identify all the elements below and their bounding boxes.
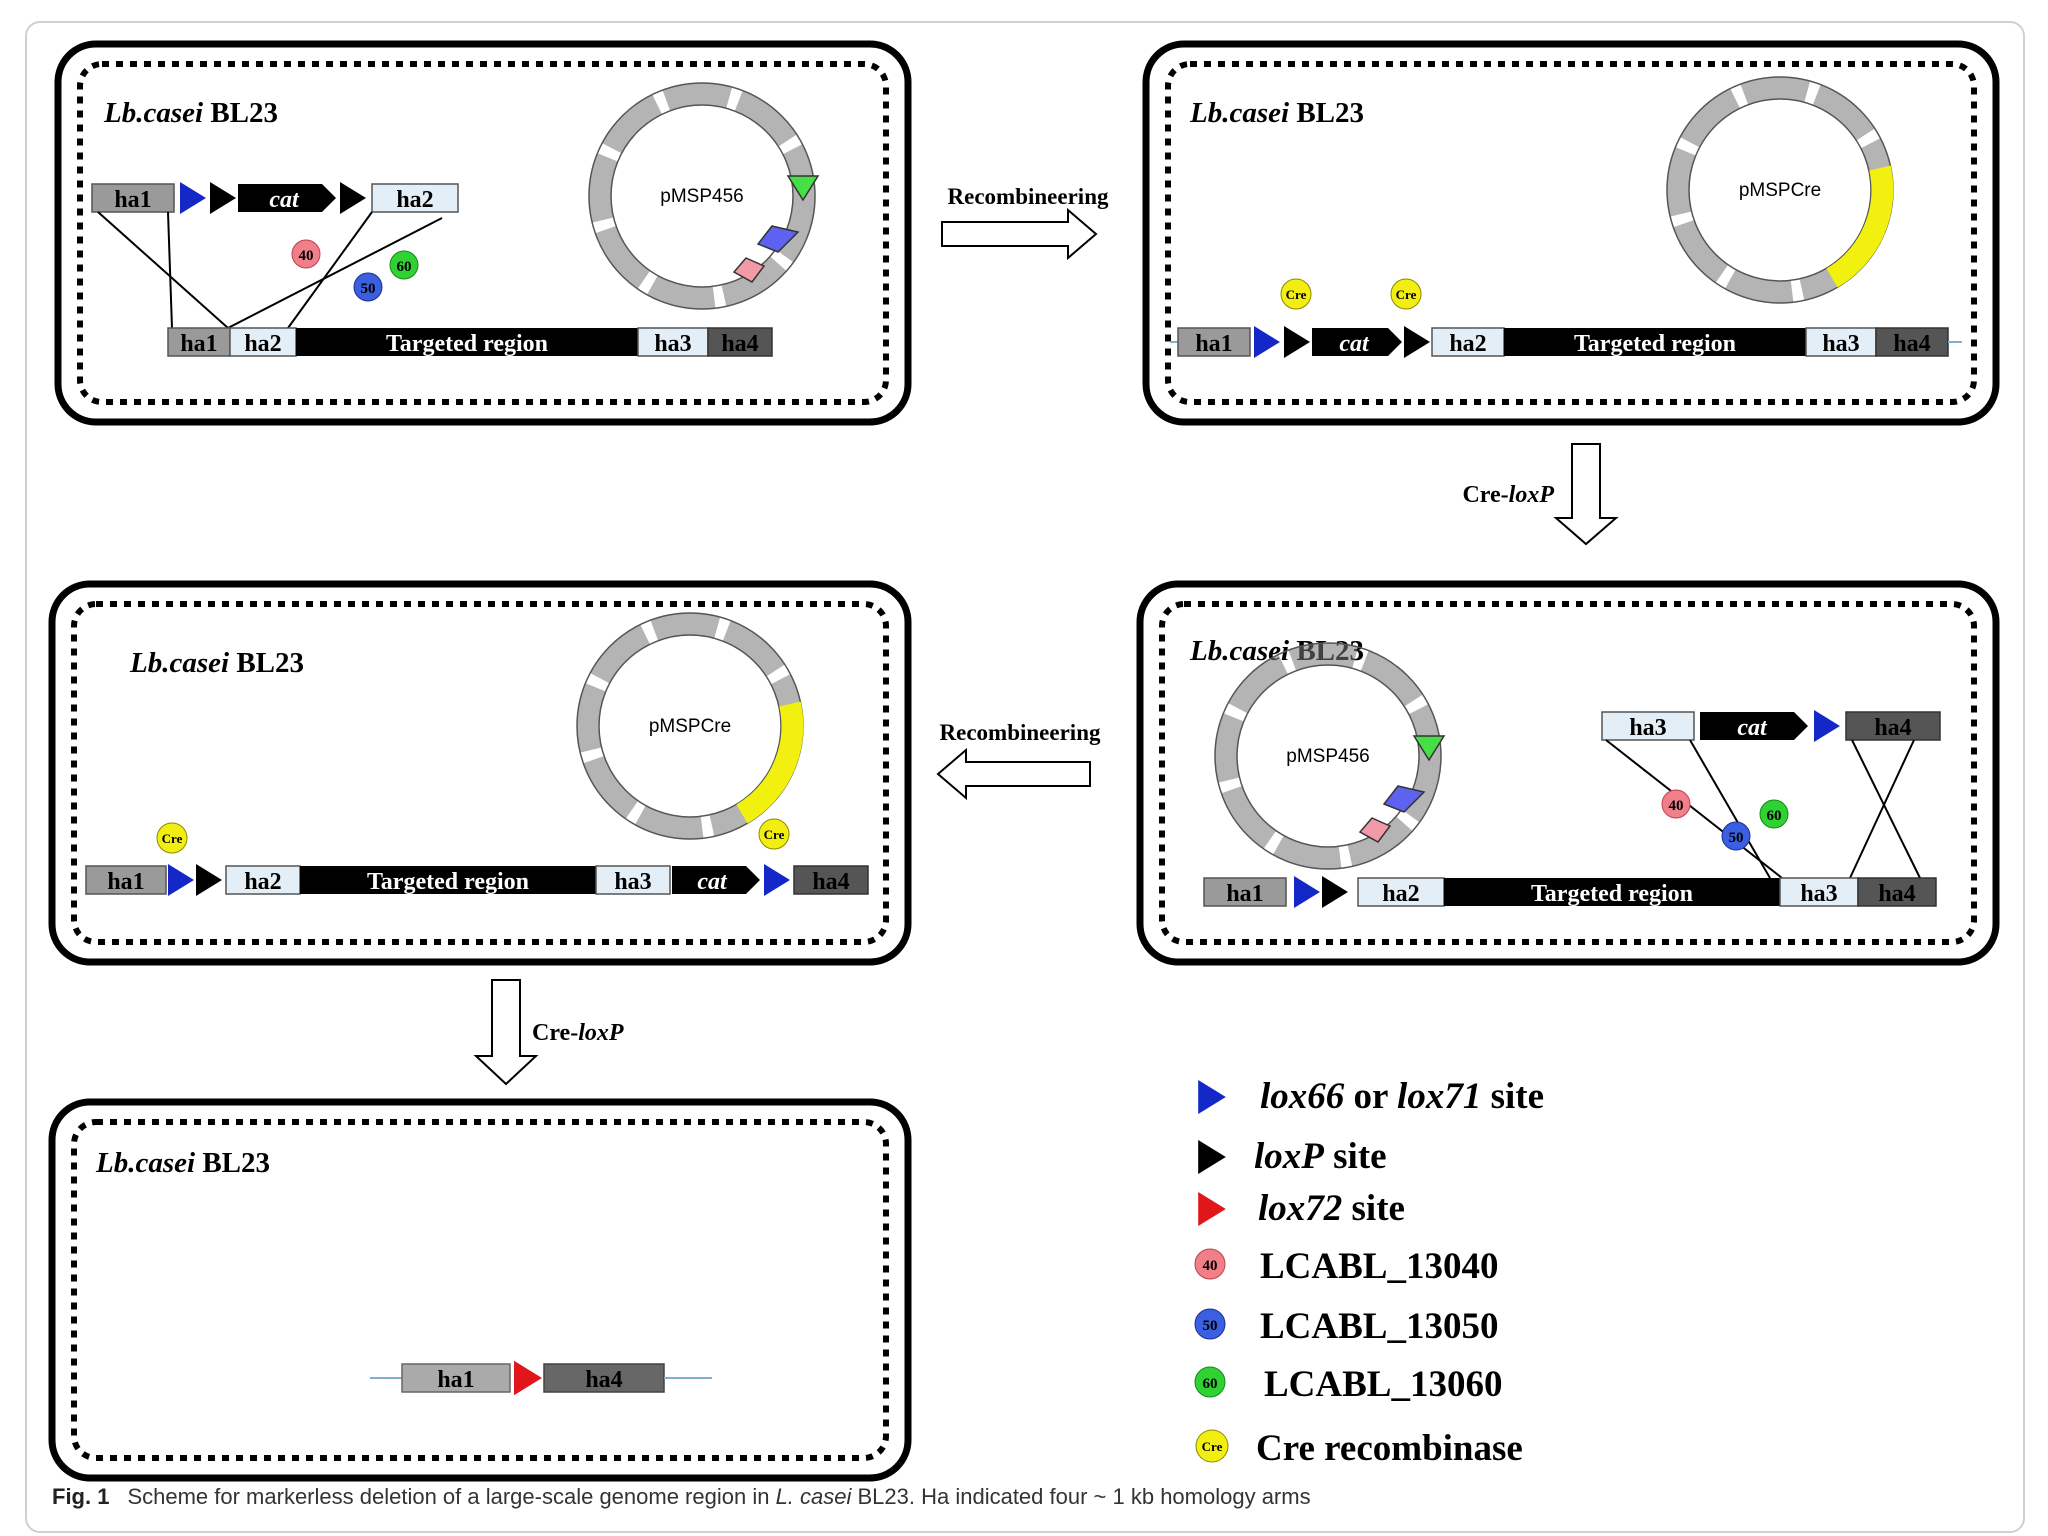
p1-genome-ha4: ha4 [721,331,758,357]
p4-ha4: ha4 [812,869,849,895]
p2-ha4: ha4 [1893,331,1930,357]
p4-ha1: ha1 [107,869,144,895]
legend-badge-40: 40 [1203,1258,1218,1274]
p2-cat: cat [1339,331,1370,357]
cre-badge: Cre [1286,287,1307,302]
figure-caption: Fig. 1 Scheme for markerless deletion of … [52,1484,2012,1524]
p4-cat: cat [697,869,728,895]
p3-ha3: ha3 [1629,715,1666,741]
step-recombineering-2: Recombineering [936,720,1101,801]
legend-loxp-icon [1198,1140,1226,1174]
p3-badge-50: 50 [1729,830,1744,846]
cre-loxp-label-2: Cre-loxP [532,1020,624,1046]
p2-ha1: ha1 [1195,331,1232,357]
plasmid-pmsp456: pMSP456 [588,82,820,310]
p5-ha1: ha1 [437,1367,474,1393]
p1-ha1-label: ha1 [114,187,151,213]
p1-genome-ha1: ha1 [180,331,217,357]
p1-badge-60: 60 [397,259,412,275]
recombineering-label-2: Recombineering [940,720,1101,745]
pmsp456-label-2: pMSP456 [1286,746,1369,767]
p1-cat-label: cat [269,187,300,213]
panel-3: Lb.casei BL23 pMSP456 ha3 cat ha4 40 50 … [1136,580,2000,966]
cre-badge: Cre [764,827,785,842]
step-recombineering-1: Recombineering [941,184,1109,261]
p1-genome-ha2: ha2 [244,331,281,357]
legend-13040-text: LCABL_13040 [1260,1246,1498,1287]
p4-ha3: ha3 [614,869,651,895]
legend-cre-badge: Cre [1202,1439,1223,1454]
p4-ha2: ha2 [244,869,281,895]
step-cre-loxp-1: Cre-loxP [1462,443,1619,546]
p3-genome-ha1: ha1 [1226,881,1263,907]
pmspcre-label-2: pMSPCre [649,716,731,737]
panel-2: Lb.casei BL23 pMSPCre Cre Cre ha1 cat ha… [1142,40,2000,426]
legend-lox72-icon [1198,1192,1226,1226]
panel-5-organism: Lb.casei BL23 [95,1147,270,1179]
cre-badge: Cre [162,831,183,846]
p3-genome-ha3: ha3 [1800,881,1837,907]
recombineering-label-1: Recombineering [948,184,1109,209]
plasmid-pmsp456-2: pMSP456 [1214,642,1446,870]
panel-5: Lb.casei BL23 ha1 ha4 [48,1098,912,1482]
p1-badge-50: 50 [361,281,376,297]
legend-loxp-text: loxP site [1254,1136,1387,1177]
plasmid-pmspcre: pMSPCre [1666,76,1894,304]
cre-badge: Cre [1396,287,1417,302]
step-cre-loxp-2: Cre-loxP [473,979,624,1086]
legend-badge-60: 60 [1203,1376,1218,1392]
p2-ha2: ha2 [1449,331,1486,357]
p2-ha3: ha3 [1822,331,1859,357]
p4-targeted-region: Targeted region [367,869,529,895]
p1-badge-40: 40 [299,248,314,264]
cre-loxp-label-1: Cre-loxP [1462,482,1554,508]
panel-2-organism: Lb.casei BL23 [1189,97,1364,129]
p1-genome-ha3: ha3 [654,331,691,357]
pmspcre-label-1: pMSPCre [1739,180,1821,201]
panel-1: Lb.casei BL23 ha1 cat ha2 40 50 60 ha1 h… [54,40,912,426]
p3-genome-ha4: ha4 [1878,881,1915,907]
panel-4: Lb.casei BL23 pMSPCre Cre Cre ha1 ha2 Ta… [48,580,912,966]
p1-targeted-region: Targeted region [386,331,548,357]
legend-lox66-icon [1198,1080,1226,1114]
legend-cre-text: Cre recombinase [1256,1428,1523,1469]
p3-targeted-region: Targeted region [1531,881,1693,907]
p1-ha2-label: ha2 [396,187,433,213]
p2-targeted-region: Targeted region [1574,331,1736,357]
legend-badge-50: 50 [1203,1318,1218,1334]
p3-badge-40: 40 [1669,798,1684,814]
legend-lox72-text: lox72 site [1258,1188,1405,1229]
p5-ha4: ha4 [585,1367,622,1393]
p3-genome-ha2: ha2 [1382,881,1419,907]
caption-label: Fig. 1 [52,1484,110,1509]
panel-4-organism: Lb.casei BL23 [129,647,304,679]
p3-cat: cat [1737,715,1768,741]
legend-13050-text: LCABL_13050 [1260,1306,1498,1347]
panel-1-organism: Lb.casei BL23 [103,97,278,129]
caption-text-1: Scheme for markerless deletion of a larg… [127,1484,776,1509]
caption-species: L. casei [775,1484,852,1509]
caption-text-2: BL23. Ha indicated four ~ 1 kb homology … [851,1484,1311,1509]
legend-lox66-text: lox66 or lox71 site [1260,1076,1544,1117]
p3-ha4: ha4 [1874,715,1911,741]
pmsp456-label: pMSP456 [660,186,743,207]
figure-frame [25,21,2025,1533]
legend: lox66 or lox71 site loxP site lox72 site… [1194,1076,1544,1469]
p3-badge-60: 60 [1767,808,1782,824]
legend-13060-text: LCABL_13060 [1264,1364,1502,1405]
plasmid-pmspcre-2: pMSPCre [576,612,804,840]
